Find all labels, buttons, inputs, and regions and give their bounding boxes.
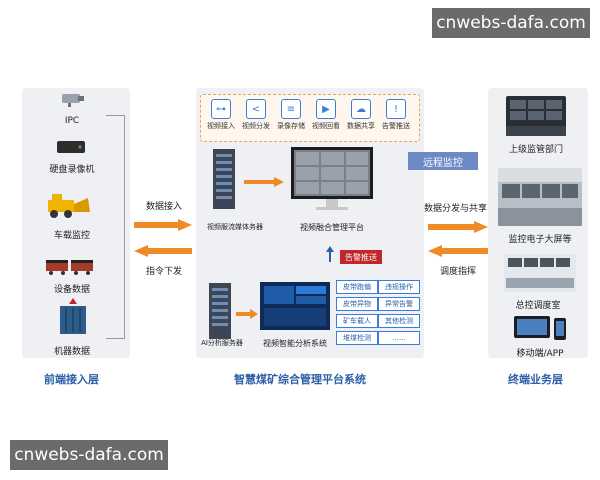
tag-coal-pile: 堆煤检测 <box>336 331 378 345</box>
alarm-push-badge: 告警推送 <box>340 250 382 264</box>
arrow-server-to-platform <box>244 172 284 187</box>
big-screen-image <box>498 168 582 226</box>
func-record-storage: ≡ 录像存储 <box>275 99 307 131</box>
tag-violation: 违规操作 <box>378 280 420 294</box>
dvr-icon <box>56 138 86 156</box>
function-bar <box>200 94 420 142</box>
terminal-item-mobile: 移动端/APP <box>516 349 564 359</box>
machine-icon <box>58 298 88 336</box>
detection-tags: 皮带跑偏 违规操作 皮带异物 异常告警 矿车载人 其他检测 堆煤检测 …… <box>334 280 420 352</box>
storage-icon: ≡ <box>281 99 301 119</box>
arrow-up-alarm <box>326 246 334 262</box>
func-data-share: ☁ 数据共享 <box>345 99 377 131</box>
center-title: 智慧煤矿综合管理平台系统 <box>234 373 366 386</box>
func-video-access: ⊶ 视频接入 <box>205 99 237 131</box>
front-item-dvr: 硬盘录像机 <box>49 165 95 175</box>
control-room-image <box>504 254 576 292</box>
tag-other-detection: 其他检测 <box>378 314 420 328</box>
platform-monitor <box>290 146 374 212</box>
tag-belt-deviation: 皮带跑偏 <box>336 280 378 294</box>
analysis-screen <box>260 282 330 330</box>
terminal-item-control-room: 总控调度室 <box>515 301 561 311</box>
tag-cart-passenger: 矿车载人 <box>336 314 378 328</box>
terminal-layer-title: 终端业务层 <box>508 373 563 386</box>
ai-server-label: AI分析服务器 <box>201 339 243 347</box>
platform-label: 视频融合管理平台 <box>300 223 364 232</box>
label-data-in: 数据接入 <box>146 202 183 212</box>
vehicle-icon <box>44 192 92 220</box>
arrow-data-in <box>134 216 192 231</box>
arrow-dispatch <box>428 242 488 257</box>
watermark-bottom: cnwebs-dafa.com <box>10 440 168 470</box>
terminal-item-bigscreen: 监控电子大屏等 <box>508 235 572 245</box>
warning-icon: ! <box>386 99 406 119</box>
arrow-cmd-out <box>134 242 192 257</box>
tag-belt-foreign: 皮带异物 <box>336 297 378 311</box>
front-item-machine: 机器数据 <box>53 347 90 357</box>
media-server-icon <box>212 148 236 210</box>
func-video-distribute: < 视频分发 <box>240 99 272 131</box>
front-item-vehicle: 车载监控 <box>53 231 90 241</box>
ipc-camera-icon <box>60 92 86 107</box>
arrow-share <box>428 218 488 233</box>
play-icon: ▶ <box>316 99 336 119</box>
label-cmd-out: 指令下发 <box>146 267 183 277</box>
tag-abnormal-alarm: 异常告警 <box>378 297 420 311</box>
share-icon: < <box>246 99 266 119</box>
analysis-label: 视频智能分析系统 <box>263 339 327 348</box>
func-alarm-push: ! 告警推送 <box>380 99 412 131</box>
cloud-icon: ☁ <box>351 99 371 119</box>
media-server-label: 视频服流媒体务器 <box>207 223 263 231</box>
ai-server-icon <box>208 282 232 340</box>
tag-more: …… <box>378 331 420 345</box>
remote-monitor-badge: 远程监控 <box>408 152 478 170</box>
front-bracket <box>106 115 125 339</box>
watermark-top: cnwebs-dafa.com <box>432 8 590 38</box>
network-icon: ⊶ <box>211 99 231 119</box>
label-dispatch: 调度指挥 <box>440 267 477 277</box>
front-item-device: 设备数据 <box>53 285 90 295</box>
terminal-item-supervision: 上级监管部门 <box>508 145 563 155</box>
label-share: 数据分发与共享 <box>424 204 488 214</box>
func-video-playback: ▶ 视频回看 <box>310 99 342 131</box>
coal-cart-icon <box>44 258 96 276</box>
front-layer-title: 前端接入层 <box>44 373 99 386</box>
mobile-devices-image <box>512 314 570 342</box>
arrow-ai-to-analysis <box>236 304 258 319</box>
supervision-wall-image <box>506 96 566 136</box>
front-item-ipc: IPC <box>64 116 80 126</box>
